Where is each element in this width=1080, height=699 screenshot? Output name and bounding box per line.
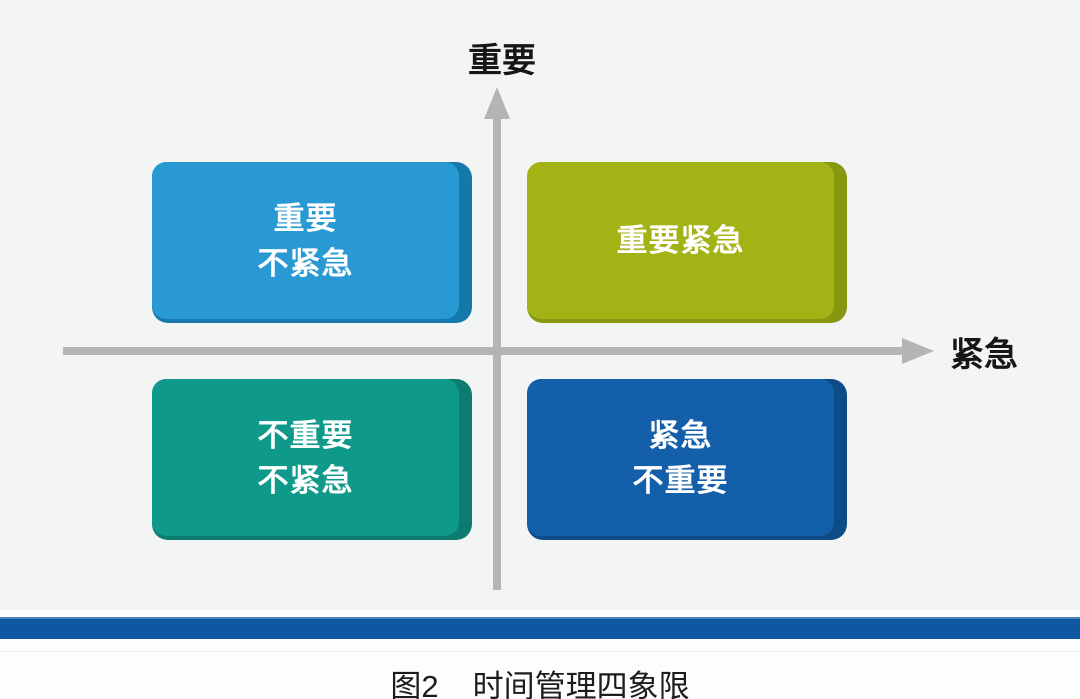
quadrant-label-line: 紧急 bbox=[648, 417, 713, 453]
x-axis-line bbox=[63, 347, 903, 355]
quadrant-face: 重要紧急 bbox=[527, 162, 834, 319]
quadrant-box-urgent-not-important: 紧急 不重要 bbox=[527, 379, 847, 540]
quadrant-box-not-important-not-urgent: 不重要 不紧急 bbox=[152, 379, 472, 540]
figure-caption-title: 时间管理四象限 bbox=[472, 669, 690, 699]
bottom-divider-bar bbox=[0, 617, 1080, 639]
quadrant-face: 重要 不紧急 bbox=[152, 162, 459, 319]
x-axis-arrowhead-icon bbox=[902, 338, 934, 364]
y-axis-label: 重要 bbox=[468, 42, 536, 80]
quadrant-label-line: 不紧急 bbox=[257, 462, 354, 498]
quadrant-face: 紧急 不重要 bbox=[527, 379, 834, 536]
quadrant-box-important-not-urgent: 重要 不紧急 bbox=[152, 162, 472, 323]
faint-divider-line bbox=[0, 651, 1080, 652]
y-axis-arrowhead-icon bbox=[484, 87, 510, 119]
quadrant-label-line: 不重要 bbox=[632, 462, 729, 498]
x-axis-label: 紧急 bbox=[950, 336, 1018, 374]
quadrant-label-line: 不紧急 bbox=[257, 245, 354, 281]
figure-caption-label: 图2 bbox=[390, 669, 439, 699]
quadrant-box-important-urgent: 重要紧急 bbox=[527, 162, 847, 323]
quadrant-label-line: 不重要 bbox=[257, 417, 354, 453]
quadrant-label-line: 重要 bbox=[273, 200, 338, 236]
quadrant-face: 不重要 不紧急 bbox=[152, 379, 459, 536]
figure-caption: 图2 时间管理四象限 bbox=[0, 661, 1080, 699]
quadrant-label-line: 重要紧急 bbox=[616, 223, 745, 258]
